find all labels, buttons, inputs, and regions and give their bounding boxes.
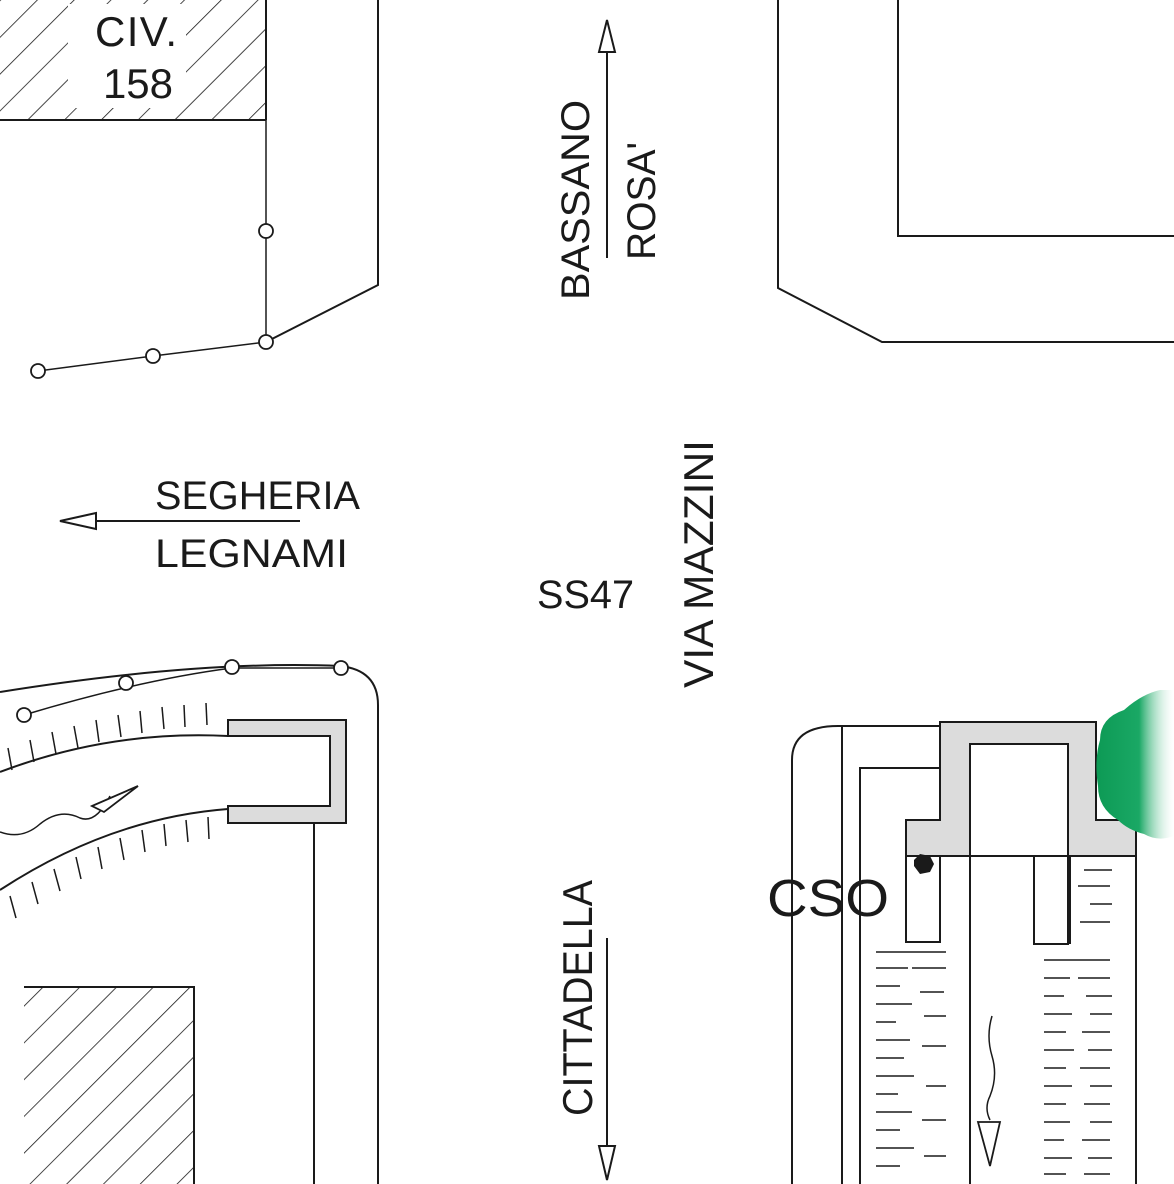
curb-northeast xyxy=(777,0,1174,343)
direction-label-legnami: LEGNAMI xyxy=(155,532,348,576)
civic-number-line1: CIV. xyxy=(95,8,177,55)
north-arrow-icon xyxy=(597,19,617,258)
utility-pole-marker xyxy=(145,348,161,364)
utility-line-northwest xyxy=(30,120,274,379)
utility-pole-marker xyxy=(30,363,46,379)
flow-arrow-down-icon xyxy=(976,1121,1002,1167)
building-civic-158 xyxy=(0,0,267,121)
south-arrow-icon xyxy=(597,938,617,1181)
direction-label-rosa: ROSA' xyxy=(620,142,664,260)
utility-pole-marker xyxy=(118,675,134,691)
utility-pole-marker xyxy=(333,660,349,676)
utility-pole-marker xyxy=(258,334,274,350)
utility-line-southwest xyxy=(16,659,349,723)
flow-arrow-icon xyxy=(89,785,139,814)
bridge-structure xyxy=(905,721,1137,857)
canal-southeast xyxy=(876,721,1137,1184)
road-code-label: SS47 xyxy=(537,573,634,617)
civic-number-line2: 158 xyxy=(103,60,173,107)
direction-label-bassano: BASSANO xyxy=(554,100,598,300)
canal-southwest xyxy=(0,702,347,919)
curb-southeast xyxy=(791,725,940,1184)
direction-label-segheria: SEGHERIA xyxy=(155,474,360,518)
utility-pole-marker xyxy=(258,223,274,239)
gauge-code-label: CSO xyxy=(767,870,889,928)
direction-label-cittadella: CITTADELLA xyxy=(554,880,601,1116)
curb-southwest xyxy=(0,664,379,1184)
gauge-marker-icon xyxy=(914,854,934,874)
utility-pole-marker xyxy=(16,707,32,723)
vegetation-icon xyxy=(1096,690,1174,839)
utility-pole-marker xyxy=(224,659,240,675)
street-name-label: VIA MAZZINI xyxy=(675,440,722,688)
west-arrow-icon xyxy=(59,511,300,531)
building-southwest xyxy=(24,986,195,1184)
curb-northwest xyxy=(265,0,379,343)
